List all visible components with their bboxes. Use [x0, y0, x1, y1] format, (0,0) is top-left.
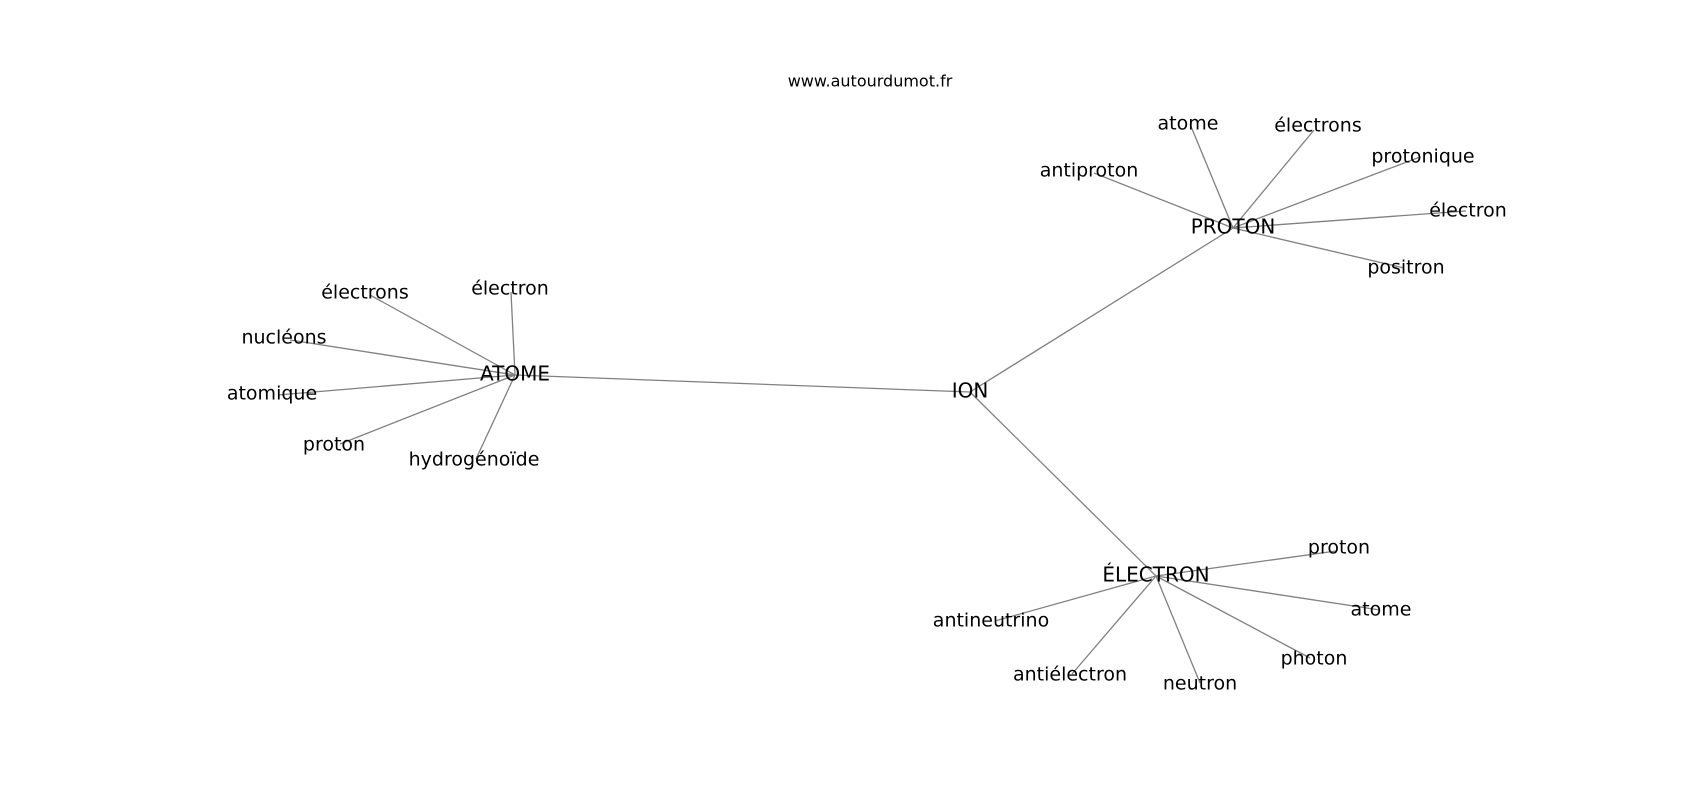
node-atome-proton[interactable]: proton [303, 434, 365, 456]
edge-atome-electrons [369, 294, 516, 376]
node-electron-photon[interactable]: photon [1281, 648, 1348, 670]
node-proton-atome[interactable]: atome [1158, 113, 1219, 135]
node-electron-neutron[interactable]: neutron [1163, 673, 1237, 695]
edge-electron-neutron [1155, 575, 1201, 684]
edge-proton-antiproton [1093, 172, 1234, 229]
node-atome-atomique[interactable]: atomique [227, 383, 317, 405]
edge-atome-proton [339, 374, 516, 445]
edge-ion-proton [969, 227, 1234, 393]
node-ion[interactable]: ION [952, 379, 989, 403]
node-atome-electrons[interactable]: électrons [321, 282, 409, 304]
edge-electron-proton [1155, 550, 1337, 577]
edge-proton-atome [1189, 123, 1234, 229]
edge-proton-electron [1232, 210, 1467, 229]
edge-atome-atomique [277, 374, 516, 396]
edge-electron-antielectron [1071, 575, 1157, 675]
site-watermark: www.autourdumot.fr [788, 72, 953, 91]
node-proton-positron[interactable]: positron [1367, 257, 1444, 279]
node-proton-electron[interactable]: électron [1429, 200, 1507, 222]
graph-nodes: ION ATOME électron électrons nucléons atomiqu… [227, 113, 1507, 695]
node-atome[interactable]: ATOME [480, 362, 550, 386]
edge-proton-positron [1232, 227, 1405, 269]
node-proton[interactable]: PROTON [1191, 215, 1276, 239]
edge-atome-electron [510, 291, 516, 376]
edge-atome-hydrogenoide [475, 374, 516, 460]
node-atome-hydrogenoide[interactable]: hydrogénoïde [409, 449, 540, 471]
edge-ion-electron [969, 391, 1157, 577]
graph-edges [277, 123, 1467, 684]
node-atome-electron[interactable]: électron [471, 278, 549, 300]
node-proton-antiproton[interactable]: antiproton [1040, 160, 1139, 182]
node-electron-antineutrino[interactable]: antineutrino [933, 610, 1049, 632]
node-electron-antielectron[interactable]: antiélectron [1013, 664, 1127, 686]
edge-electron-photon [1155, 575, 1311, 659]
node-atome-nucleons[interactable]: nucléons [241, 327, 326, 349]
edge-atome-nucleons [289, 339, 516, 376]
edge-proton-electrons [1232, 129, 1315, 229]
node-proton-electrons[interactable]: électrons [1274, 115, 1362, 137]
edge-ion-atome [514, 374, 971, 393]
edge-proton-protonique [1232, 156, 1421, 229]
node-electron[interactable]: ÉLECTRON [1102, 563, 1209, 587]
edge-electron-atome [1155, 575, 1381, 611]
node-proton-protonique[interactable]: protonique [1371, 146, 1474, 168]
node-electron-proton[interactable]: proton [1308, 537, 1370, 559]
node-electron-atome[interactable]: atome [1351, 599, 1412, 621]
edge-electron-antineutrino [994, 575, 1157, 622]
